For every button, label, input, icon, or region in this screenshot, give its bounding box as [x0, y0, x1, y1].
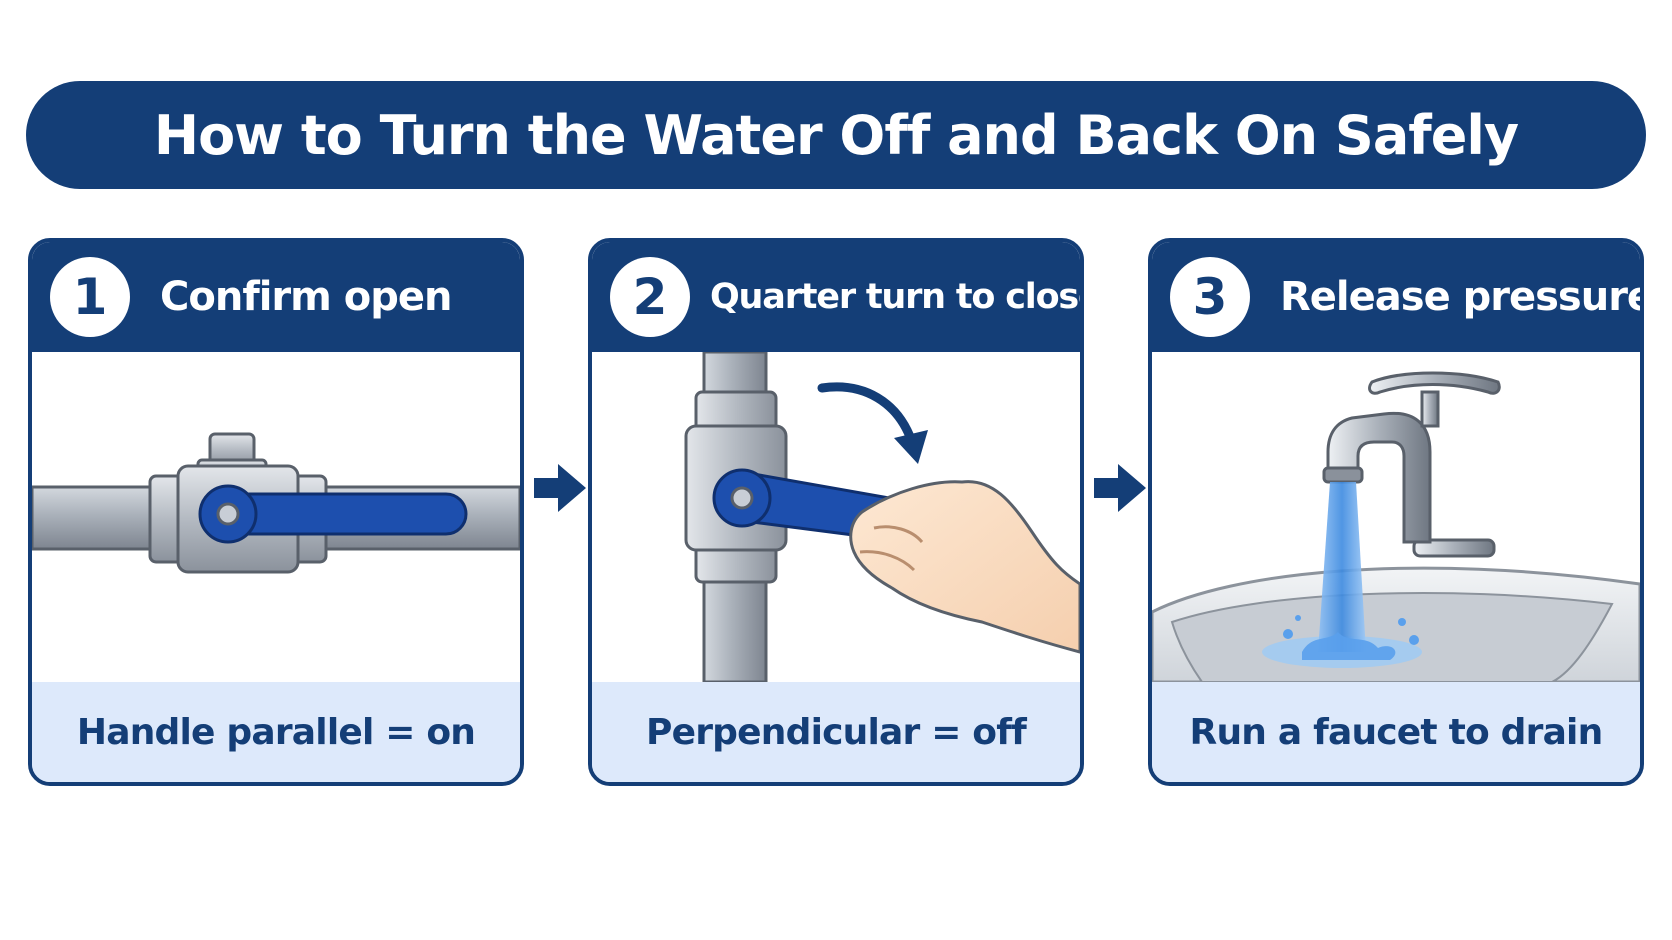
step-title: Release pressure — [1280, 274, 1644, 320]
arrow-right-icon — [1094, 464, 1146, 512]
title-banner: How to Turn the Water Off and Back On Sa… — [26, 81, 1646, 189]
step-caption: Run a faucet to drain — [1189, 711, 1604, 753]
step-title: Confirm open — [160, 274, 452, 320]
ball-valve-open-icon — [32, 432, 520, 574]
step-caption: Handle parallel = on — [76, 711, 476, 753]
step-caption-box: Run a faucet to drain — [1152, 682, 1640, 782]
step-title: Quarter turn to close — [710, 277, 1084, 317]
page-title: How to Turn the Water Off and Back On Sa… — [153, 103, 1519, 167]
step-caption: Perpendicular = off — [646, 711, 1027, 753]
step-card-1: 1 Confirm open Handle parallel = on — [28, 238, 524, 786]
faucet-running-icon — [1152, 371, 1640, 682]
step-number-badge: 1 — [50, 257, 130, 337]
step-header: 2 Quarter turn to close — [592, 242, 1080, 352]
step-header: 1 Confirm open — [32, 242, 520, 352]
step-caption-box: Handle parallel = on — [32, 682, 520, 782]
arrow-right-icon — [534, 464, 586, 512]
step-caption-box: Perpendicular = off — [592, 682, 1080, 782]
step-number-badge: 3 — [1170, 257, 1250, 337]
step-header: 3 Release pressure — [1152, 242, 1640, 352]
ball-valve-closing-icon — [684, 352, 1080, 682]
step-number-badge: 2 — [610, 257, 690, 337]
step-card-2: 2 Quarter turn to close Perpendicular = … — [588, 238, 1084, 786]
step-card-3: 3 Release pressure Run a faucet — [1148, 238, 1644, 786]
